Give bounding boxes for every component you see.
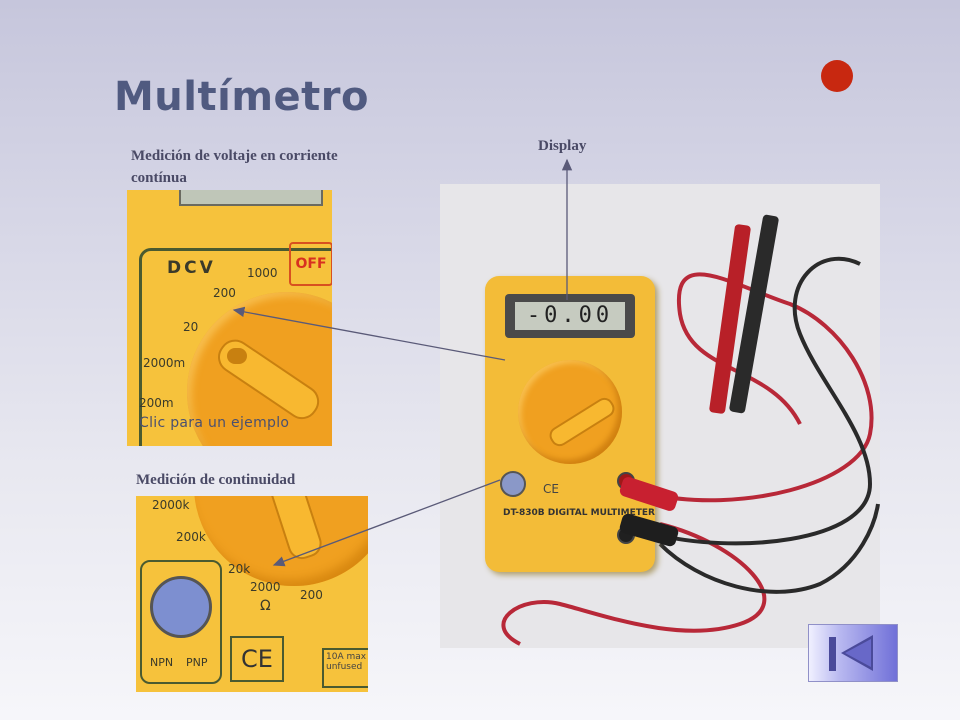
range-2000m-label: 2000m: [143, 356, 186, 370]
range-200-label: 200: [213, 286, 236, 300]
lcd-display: -0.00: [515, 302, 625, 330]
npn-label: NPN: [150, 656, 174, 669]
off-label: OFF: [289, 242, 332, 286]
socket-frame: [140, 560, 222, 684]
pnp-label: PNP: [186, 656, 208, 669]
range-2000-label: 2000: [250, 580, 281, 594]
main-rotary-dial: [518, 360, 622, 464]
model-label: DT-830B DIGITAL MULTIMETER: [503, 508, 655, 518]
continuity-zoom-photo: 2000k 200k 20k 2000 200 Ω NPN PNP CE 10A…: [136, 496, 368, 692]
lcd-edge: [179, 190, 323, 206]
slide-title: Multímetro: [114, 74, 369, 120]
range-200m-label: 200m: [139, 396, 174, 410]
transistor-socket: [500, 471, 526, 497]
transistor-socket-zoom: [150, 576, 212, 638]
range-20k-label: 20k: [228, 562, 251, 576]
ohm-symbol: Ω: [260, 598, 271, 614]
multimeter-photo: -0.00 CE DT-830B DIGITAL MULTIMETER: [440, 184, 880, 648]
range-1000-label: 1000: [247, 266, 278, 280]
dcv-label: DCV: [167, 258, 216, 278]
dial-pointer-hole: [227, 348, 247, 364]
ce-mark-zoom: CE: [230, 636, 284, 682]
test-lead-cables: [501, 256, 880, 646]
main-dial-pointer: [546, 394, 618, 450]
range-200k-label: 200k: [176, 530, 206, 544]
caption-dc-voltage: Medición de voltaje en corriente contínu…: [131, 148, 338, 186]
click-for-example-link[interactable]: Clic para un ejemplo: [139, 415, 290, 431]
caption-continuity: Medición de continuidad: [136, 472, 296, 488]
ce-mark: CE: [543, 482, 559, 496]
record-indicator-dot: [821, 60, 853, 92]
range-2000k-label: 2000k: [152, 498, 190, 512]
multimeter-body: -0.00 CE DT-830B DIGITAL MULTIMETER: [485, 276, 655, 572]
caption-display: Display: [538, 138, 587, 154]
lcd-frame: -0.00: [505, 294, 635, 338]
dc-voltage-zoom-photo[interactable]: OFF DCV 1000 200 20 2000m 200m: [127, 190, 332, 446]
fuse-warning: 10A max unfused: [322, 648, 368, 688]
first-slide-icon: [829, 635, 873, 671]
dcv-range-border: [139, 248, 332, 446]
first-slide-button[interactable]: [808, 624, 898, 682]
range-20-label: 20: [183, 320, 199, 334]
range-200-label: 200: [300, 588, 323, 602]
